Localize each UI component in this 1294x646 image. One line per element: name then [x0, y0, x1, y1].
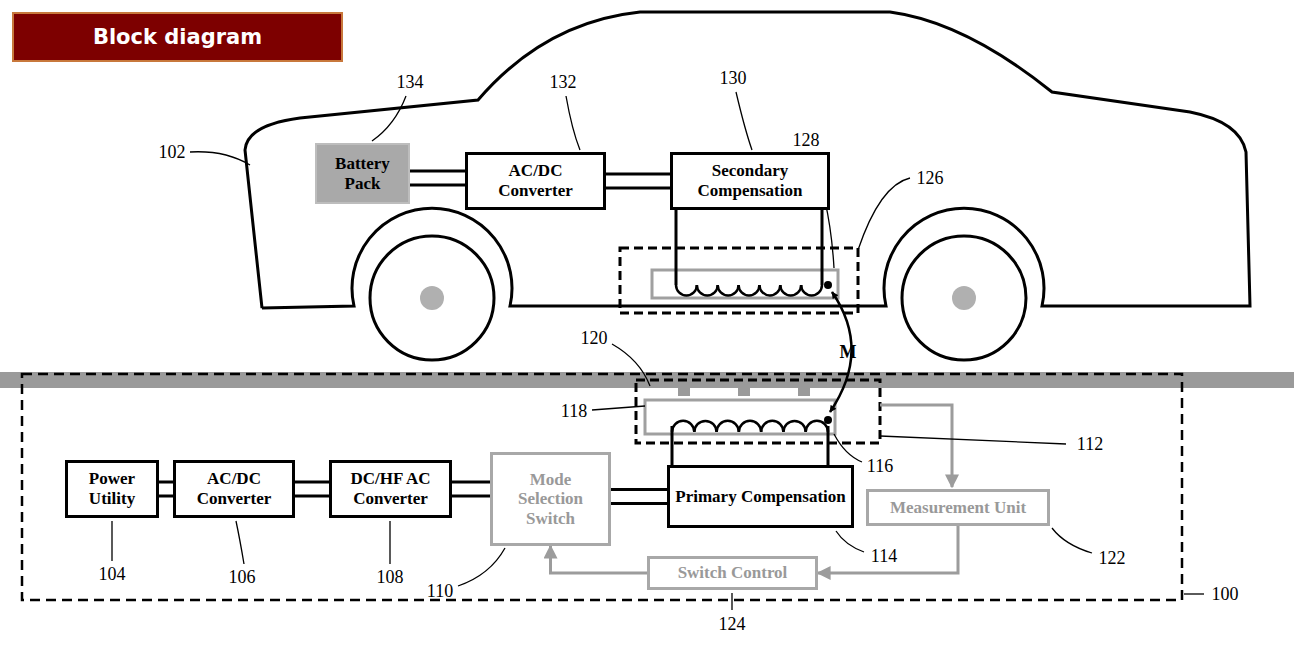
leader-line [858, 178, 910, 250]
title-banner: Block diagram [12, 12, 343, 62]
coil-wire [676, 210, 822, 285]
callout-number: 122 [1099, 549, 1126, 567]
coil-turn [801, 285, 822, 295]
leader-line [736, 92, 752, 150]
callout-number: 110 [427, 582, 453, 600]
callout-number: 114 [871, 547, 897, 565]
box-label: Battery Pack [322, 154, 403, 193]
power-wire [159, 482, 173, 496]
coil-turn [739, 285, 760, 295]
sensor [798, 388, 810, 396]
compensation-box: Primary Compensation [667, 465, 854, 528]
leader-line [111, 521, 112, 561]
coil-turn [676, 285, 697, 295]
box-label: Switch Control [678, 563, 788, 583]
battery-box: Battery Pack [315, 143, 410, 204]
callout-number: 118 [561, 402, 587, 420]
converter-box: DC/HF AC Converter [329, 460, 452, 518]
coil-turn [761, 421, 783, 432]
box-label: Secondary Compensation [678, 161, 822, 200]
box-label: Mode Selection Switch [498, 470, 603, 529]
leader-line [389, 521, 390, 564]
callout-number: 116 [867, 457, 893, 475]
coil-turn [739, 421, 761, 432]
primary-pad [645, 400, 835, 434]
leader-line [1184, 593, 1204, 594]
leader-line [731, 593, 732, 610]
coil-turn [718, 285, 739, 295]
callout-number: 112 [1077, 435, 1103, 453]
switch-box: Mode Selection Switch [490, 452, 611, 546]
wheel-hub [952, 286, 976, 310]
control-arrow [818, 526, 958, 573]
callout-number: 108 [377, 568, 404, 586]
leader-line [880, 436, 1066, 444]
callout-number: 128 [793, 131, 820, 149]
leader-line [834, 434, 862, 462]
control-arrow [551, 546, 648, 573]
coil-turn [780, 285, 801, 295]
box-label: DC/HF AC Converter [337, 469, 444, 508]
station-boundary [22, 374, 1182, 600]
secondary-pad [652, 270, 838, 298]
leader-line [458, 548, 505, 586]
source-box: Power Utility [65, 460, 159, 518]
sensor [678, 388, 690, 396]
leader-line [236, 521, 244, 564]
wheel-hub [420, 286, 444, 310]
coil-windings [672, 285, 828, 432]
box-label: Primary Compensation [675, 487, 845, 507]
coil-turn [697, 285, 718, 295]
power-wire [295, 482, 329, 496]
control-box: Switch Control [647, 556, 818, 590]
callout-number: 124 [719, 615, 746, 633]
callout-number: 126 [917, 169, 944, 187]
box-label: Measurement Unit [890, 498, 1026, 518]
callout-number: 102 [159, 143, 186, 161]
sensor [738, 388, 750, 396]
callout-number: 106 [229, 568, 256, 586]
wheel [902, 236, 1026, 360]
leader-line [1052, 528, 1092, 553]
coil-turn [783, 421, 805, 432]
box-label: AC/DC Converter [473, 161, 598, 200]
coil-dot [824, 281, 832, 289]
power-wire [410, 171, 465, 185]
coil-turn [694, 421, 716, 432]
coil-dot [824, 416, 832, 424]
converter-box: AC/DC Converter [465, 152, 606, 210]
callout-number: 130 [720, 69, 747, 87]
leader-line [836, 531, 864, 552]
callout-number: 132 [550, 73, 577, 91]
coil-turn [806, 421, 828, 432]
measurement-box: Measurement Unit [866, 489, 1050, 526]
callout-number: 134 [397, 73, 424, 91]
box-label: AC/DC Converter [181, 469, 287, 508]
coil-turn [759, 285, 780, 295]
leader-lines [112, 92, 1204, 610]
leader-line [190, 152, 250, 165]
box-label: Power Utility [73, 469, 151, 508]
converter-box: AC/DC Converter [173, 460, 295, 518]
leader-line [592, 406, 645, 410]
callout-number: 104 [99, 565, 126, 583]
power-wire [611, 490, 667, 504]
leader-line [372, 96, 406, 141]
power-wire [452, 482, 490, 496]
callout-number: 120 [581, 329, 608, 347]
coil-turn [717, 421, 739, 432]
callout-number: 100 [1212, 585, 1239, 603]
coil-turn [672, 421, 694, 432]
compensation-box: Secondary Compensation [670, 152, 830, 210]
symbol-label: M [840, 343, 857, 361]
wheel [370, 236, 494, 360]
leader-line [566, 96, 580, 150]
power-wire [606, 174, 670, 188]
leader-line [612, 344, 650, 386]
